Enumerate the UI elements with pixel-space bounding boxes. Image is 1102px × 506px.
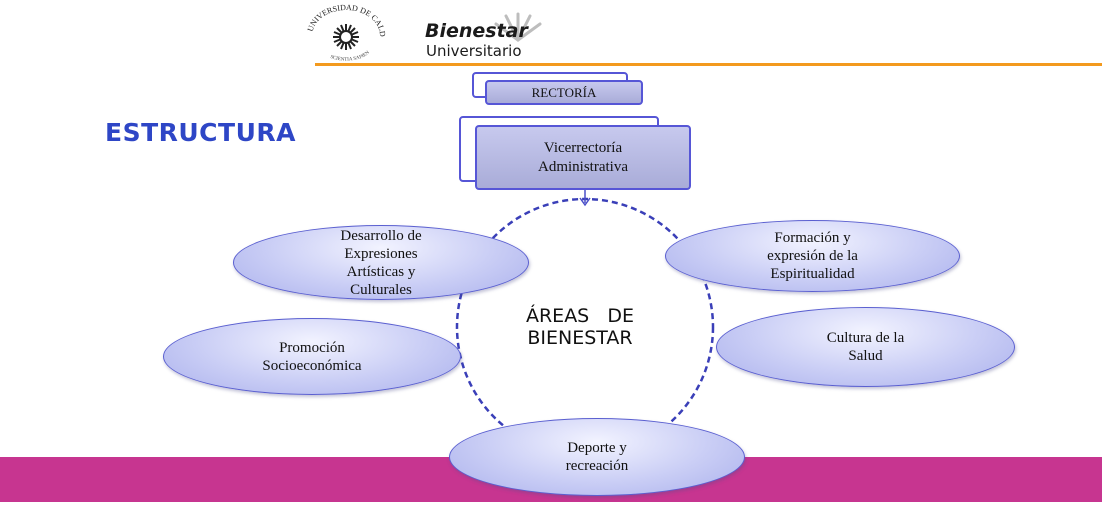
area-label-line: Desarrollo de	[340, 227, 422, 244]
area-node-deporte: Deporte y recreación	[449, 418, 745, 496]
area-label-line: Espiritualidad	[770, 266, 855, 282]
area-node-socioeconomica: Promoción Socioeconómica	[163, 318, 461, 395]
center-label-line1: ÁREAS DE	[525, 305, 635, 327]
brand-subtitle: Universitario	[426, 42, 522, 60]
hierarchy-arrowhead	[579, 197, 591, 207]
rectoria-box: RECTORÍA	[485, 80, 643, 105]
area-label-line: Salud	[848, 348, 883, 364]
area-label-line: Expresiones	[344, 245, 418, 262]
center-label: ÁREAS DE BIENESTAR	[480, 305, 680, 349]
area-label-line: Cultura de la	[826, 330, 905, 346]
rectoria-label: RECTORÍA	[531, 85, 597, 100]
area-label-line: Culturales	[350, 281, 412, 298]
vicerrectoria-label-line1: Vicerrectoría	[543, 139, 623, 156]
sunburst-icon	[494, 12, 542, 42]
area-label-line: Socioeconómica	[262, 357, 362, 374]
area-node-salud: Cultura de la Salud	[716, 307, 1015, 387]
header-divider	[315, 63, 1102, 66]
area-node-artisticas: Desarrollo de Expresiones Artísticas y C…	[233, 225, 529, 300]
area-label-line: recreación	[565, 458, 629, 474]
brand-title: Bienestar	[425, 20, 528, 42]
area-label-line: Formación y	[774, 230, 851, 246]
area-label-line: expresión de la	[767, 248, 858, 264]
vicerrectoria-box: Vicerrectoría Administrativa	[475, 125, 691, 190]
vicerrectoria-label-line2: Administrativa	[538, 158, 628, 175]
area-node-espiritualidad: Formación y expresión de la Espiritualid…	[665, 220, 960, 292]
university-seal-logo: UNIVERSIDAD DE CALDAS SCIENTIA SAPIENTIA	[300, 4, 387, 63]
area-label-line: Deporte y	[567, 440, 627, 456]
area-label-line: Promoción	[279, 339, 345, 356]
page-title: ESTRUCTURA	[105, 118, 296, 147]
area-label-line: Artísticas y	[346, 263, 416, 280]
center-label-line2: BIENESTAR	[527, 327, 633, 349]
